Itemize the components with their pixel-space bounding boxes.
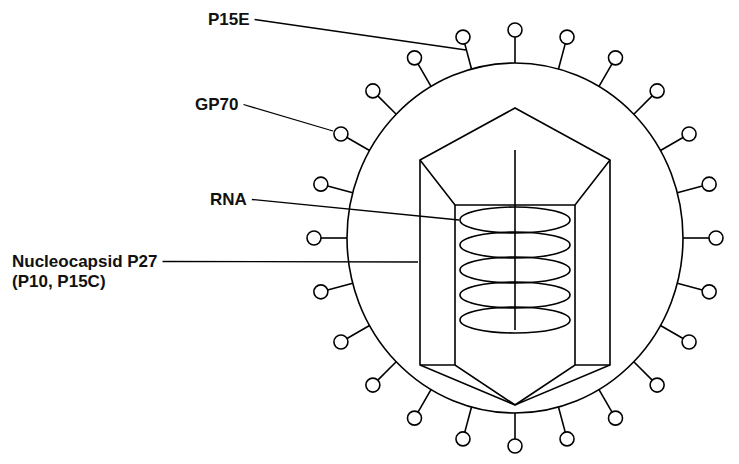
prism-edge — [515, 365, 610, 405]
glycoprotein-spike — [314, 177, 353, 193]
leader-lines — [163, 20, 466, 263]
glycoprotein-spike — [677, 283, 716, 299]
spike-knob — [334, 127, 348, 141]
spike-knob — [366, 378, 380, 392]
spike-stalk — [418, 64, 431, 87]
rna-coil — [460, 150, 570, 333]
prism-edge — [454, 205, 456, 365]
spike-stalk — [514, 37, 516, 63]
spike-stalk — [378, 96, 396, 114]
spike-stalk — [347, 326, 370, 339]
spike-knob — [366, 84, 380, 98]
spike-knob — [456, 30, 470, 44]
rna-turn — [460, 282, 570, 308]
glycoprotein-spike — [366, 362, 396, 392]
virus-envelope — [347, 63, 683, 413]
glycoprotein-spike — [408, 390, 432, 426]
spike-stalk — [465, 407, 472, 432]
spike-knob — [702, 177, 716, 191]
glycoprotein-spike — [677, 177, 716, 193]
spike-knob — [408, 51, 422, 65]
glycoprotein-spike — [408, 51, 432, 87]
rna-turn — [460, 307, 570, 333]
spike-stalk — [378, 362, 396, 380]
leader-line — [255, 20, 466, 51]
part-label: Nucleocapsid P27 (P10, P15C) — [12, 252, 159, 292]
leader-line — [243, 105, 333, 132]
leader-line — [252, 200, 459, 221]
spike-stalk — [328, 283, 353, 290]
glycoprotein-spike — [508, 23, 522, 63]
prism-outline — [420, 108, 610, 405]
glycoprotein-spike — [634, 84, 664, 114]
spike-knob — [609, 51, 623, 65]
spike-knob — [307, 231, 321, 245]
glycoprotein-spike — [307, 231, 347, 245]
glycoprotein-spike — [683, 231, 723, 245]
spike-knob — [709, 231, 723, 245]
spike-stalk — [558, 407, 565, 432]
spike-stalk — [634, 96, 652, 114]
glycoprotein-spike — [314, 283, 353, 299]
spike-stalk — [321, 237, 347, 239]
spike-knob — [682, 127, 696, 141]
glycoprotein-spike — [508, 413, 522, 453]
spike-knob — [682, 335, 696, 349]
spike-knob — [609, 411, 623, 425]
spike-stalk — [660, 138, 683, 151]
spike-stalk — [599, 390, 612, 413]
spike-knob — [560, 30, 574, 44]
spike-knob — [408, 411, 422, 425]
virus-drawing — [307, 23, 723, 453]
spike-stalk — [677, 283, 702, 290]
spike-stalk — [683, 237, 709, 239]
glycoprotein-spike — [334, 127, 370, 151]
spike-stalk — [634, 362, 652, 380]
nucleocapsid-prism — [420, 108, 610, 405]
spike-knob — [456, 432, 470, 446]
glycoprotein-spike — [334, 326, 370, 350]
spike-stalk — [677, 186, 702, 193]
spike-stalk — [465, 44, 472, 69]
part-label: RNA — [210, 190, 247, 210]
spike-knob — [560, 432, 574, 446]
spike-knob — [508, 439, 522, 453]
glycoprotein-spike — [456, 407, 472, 446]
spike-stalk — [660, 326, 683, 339]
rna-turn — [460, 257, 570, 283]
spike-stalk — [558, 44, 565, 69]
glycoprotein-spike — [558, 407, 574, 446]
rna-strand — [514, 150, 516, 330]
part-label: P15E — [208, 10, 250, 30]
prism-edge — [420, 365, 515, 405]
spike-stalk — [418, 390, 431, 413]
spike-knob — [650, 84, 664, 98]
glycoprotein-spike — [660, 326, 696, 350]
spike-knob — [314, 177, 328, 191]
spike-knob — [334, 335, 348, 349]
prism-edge — [574, 205, 576, 365]
spike-stalk — [599, 64, 612, 87]
spike-knob — [650, 378, 664, 392]
leader-line — [163, 261, 418, 263]
spike-knob — [702, 285, 716, 299]
spike-stalk — [347, 138, 370, 151]
glycoprotein-spike — [660, 127, 696, 151]
spike-stalk — [514, 413, 516, 439]
glycoprotein-spike — [599, 51, 623, 87]
spike-stalk — [328, 186, 353, 193]
glycoprotein-spike — [599, 390, 623, 426]
spike-knob — [508, 23, 522, 37]
glycoprotein-spike — [558, 30, 574, 69]
glycoprotein-spike — [634, 362, 664, 392]
rna-turn — [460, 207, 570, 233]
part-label: GP70 — [195, 95, 238, 115]
rna-turn — [460, 232, 570, 258]
spike-knob — [314, 285, 328, 299]
glycoprotein-spike — [366, 84, 396, 114]
